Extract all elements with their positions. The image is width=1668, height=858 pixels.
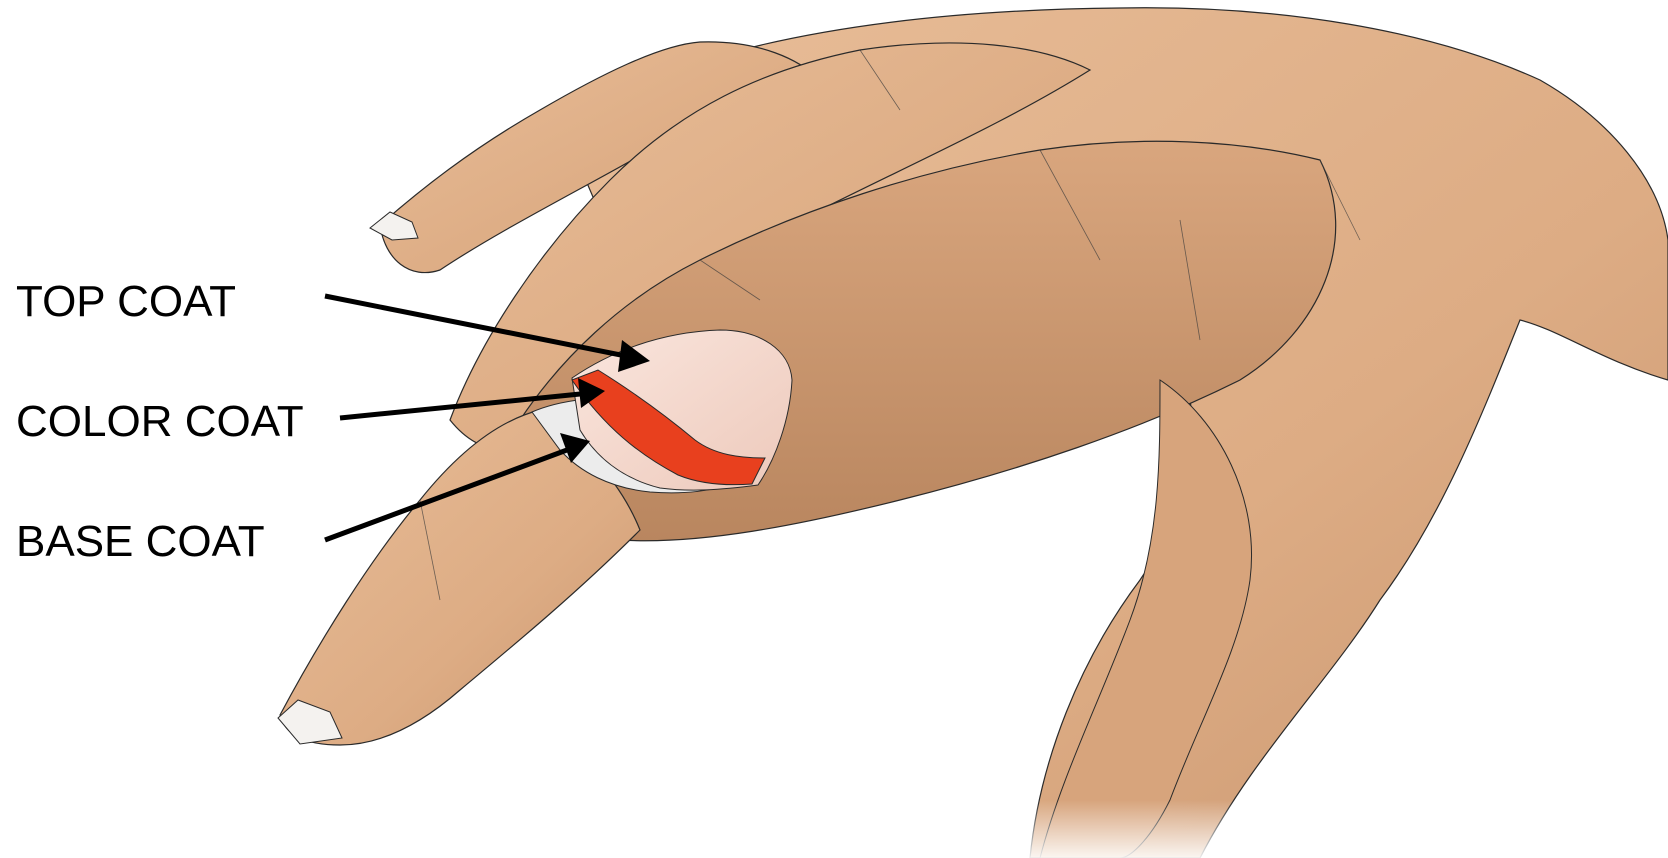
- label-color-coat: COLOR COAT: [16, 397, 304, 447]
- label-top-coat: TOP COAT: [16, 277, 236, 327]
- label-base-coat: BASE COAT: [16, 517, 265, 567]
- wrist-fade: [1000, 800, 1300, 858]
